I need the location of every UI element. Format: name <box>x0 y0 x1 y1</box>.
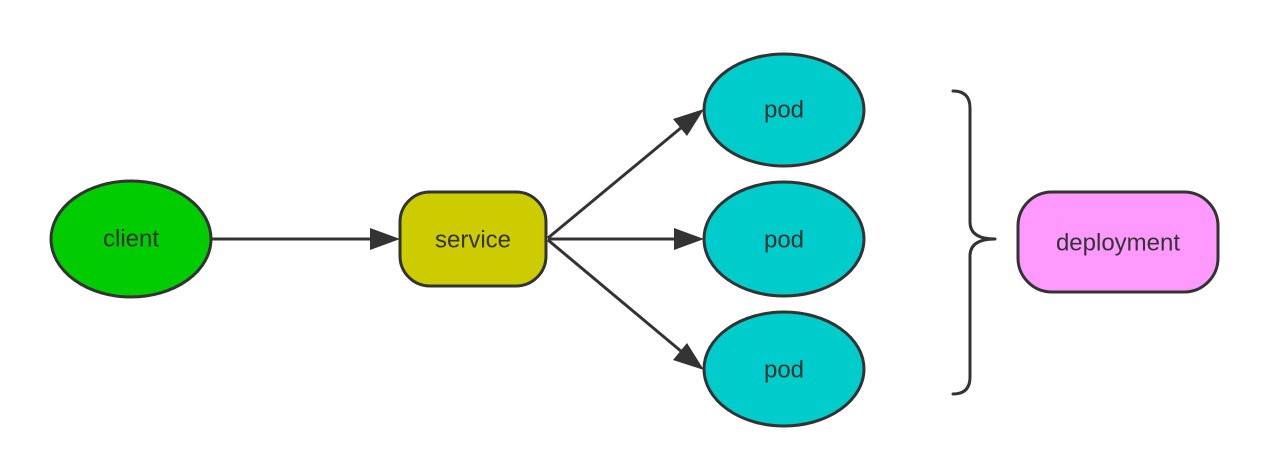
node-deployment: deployment <box>1016 190 1220 294</box>
arrowhead-pod-bottom <box>673 343 704 370</box>
pod-top-label: pod <box>764 97 804 124</box>
edge-service-pod-bottom <box>547 238 683 354</box>
edge-service-pod-top <box>547 125 683 240</box>
service-shape <box>398 190 548 288</box>
node-pod-top: pod <box>702 52 866 168</box>
arrowhead-pod-middle <box>674 228 704 250</box>
node-service: service <box>398 190 548 288</box>
node-client: client <box>49 179 213 299</box>
pod-middle-label: pod <box>764 227 804 254</box>
service-label: service <box>435 227 511 254</box>
pod-bottom-shape <box>702 310 866 428</box>
deployment-label: deployment <box>1056 230 1180 257</box>
group-brace <box>951 89 997 396</box>
arrowhead-service <box>370 228 400 250</box>
pod-top-shape <box>702 52 866 168</box>
client-shape <box>49 179 213 299</box>
arrowhead-pod-top <box>673 109 704 136</box>
pod-bottom-label: pod <box>764 357 804 384</box>
node-pod-middle: pod <box>702 180 866 298</box>
pod-middle-shape <box>702 180 866 298</box>
node-pod-bottom: pod <box>702 310 866 428</box>
deployment-shape <box>1016 190 1220 294</box>
edges <box>212 109 704 370</box>
client-label: client <box>103 226 159 253</box>
